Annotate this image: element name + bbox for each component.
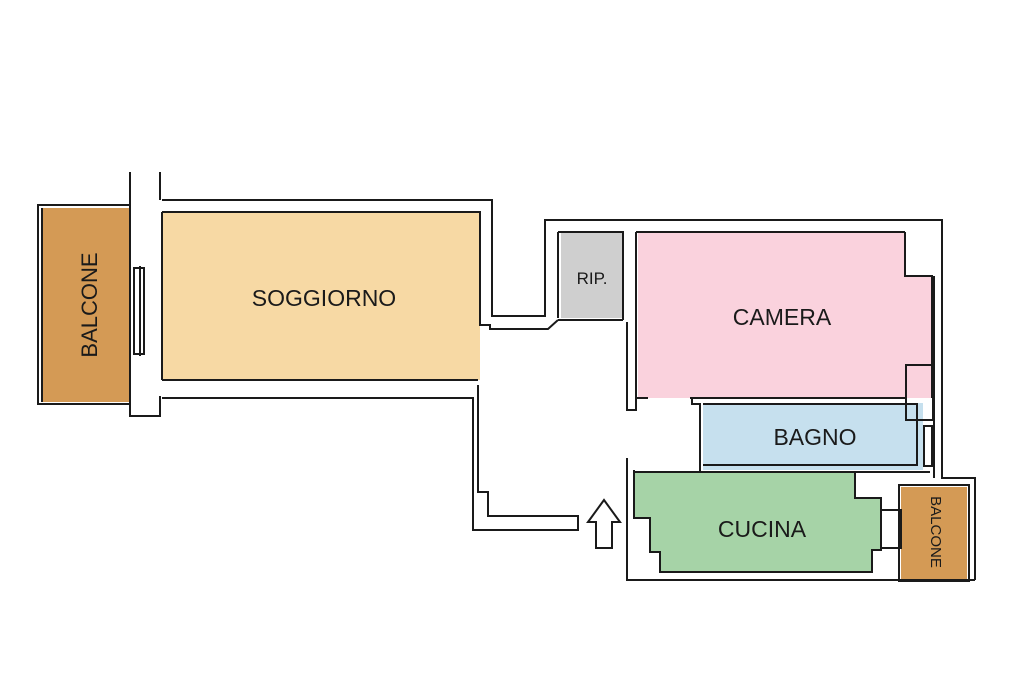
soggiorno-label: SOGGIORNO xyxy=(252,285,396,311)
room-fills xyxy=(42,208,967,579)
bagno-fill xyxy=(703,403,923,470)
rip-fill xyxy=(561,232,623,318)
room-labels: BALCONE SOGGIORNO RIP. CAMERA BAGNO CUCI… xyxy=(77,252,944,567)
cucina-fill xyxy=(634,472,881,572)
camera-fill xyxy=(638,232,932,398)
rip-label: RIP. xyxy=(577,269,608,288)
balcone-right-label: BALCONE xyxy=(927,496,944,568)
camera-label: CAMERA xyxy=(733,304,832,330)
bagno-label: BAGNO xyxy=(773,424,856,450)
soggiorno-fill xyxy=(162,212,480,380)
cucina-label: CUCINA xyxy=(718,516,807,542)
balcone-left-fill xyxy=(42,208,130,402)
up-arrow-icon xyxy=(586,498,622,549)
balcone-left-label: BALCONE xyxy=(77,252,102,357)
walls xyxy=(37,172,976,582)
balcone-right-fill xyxy=(901,487,967,579)
